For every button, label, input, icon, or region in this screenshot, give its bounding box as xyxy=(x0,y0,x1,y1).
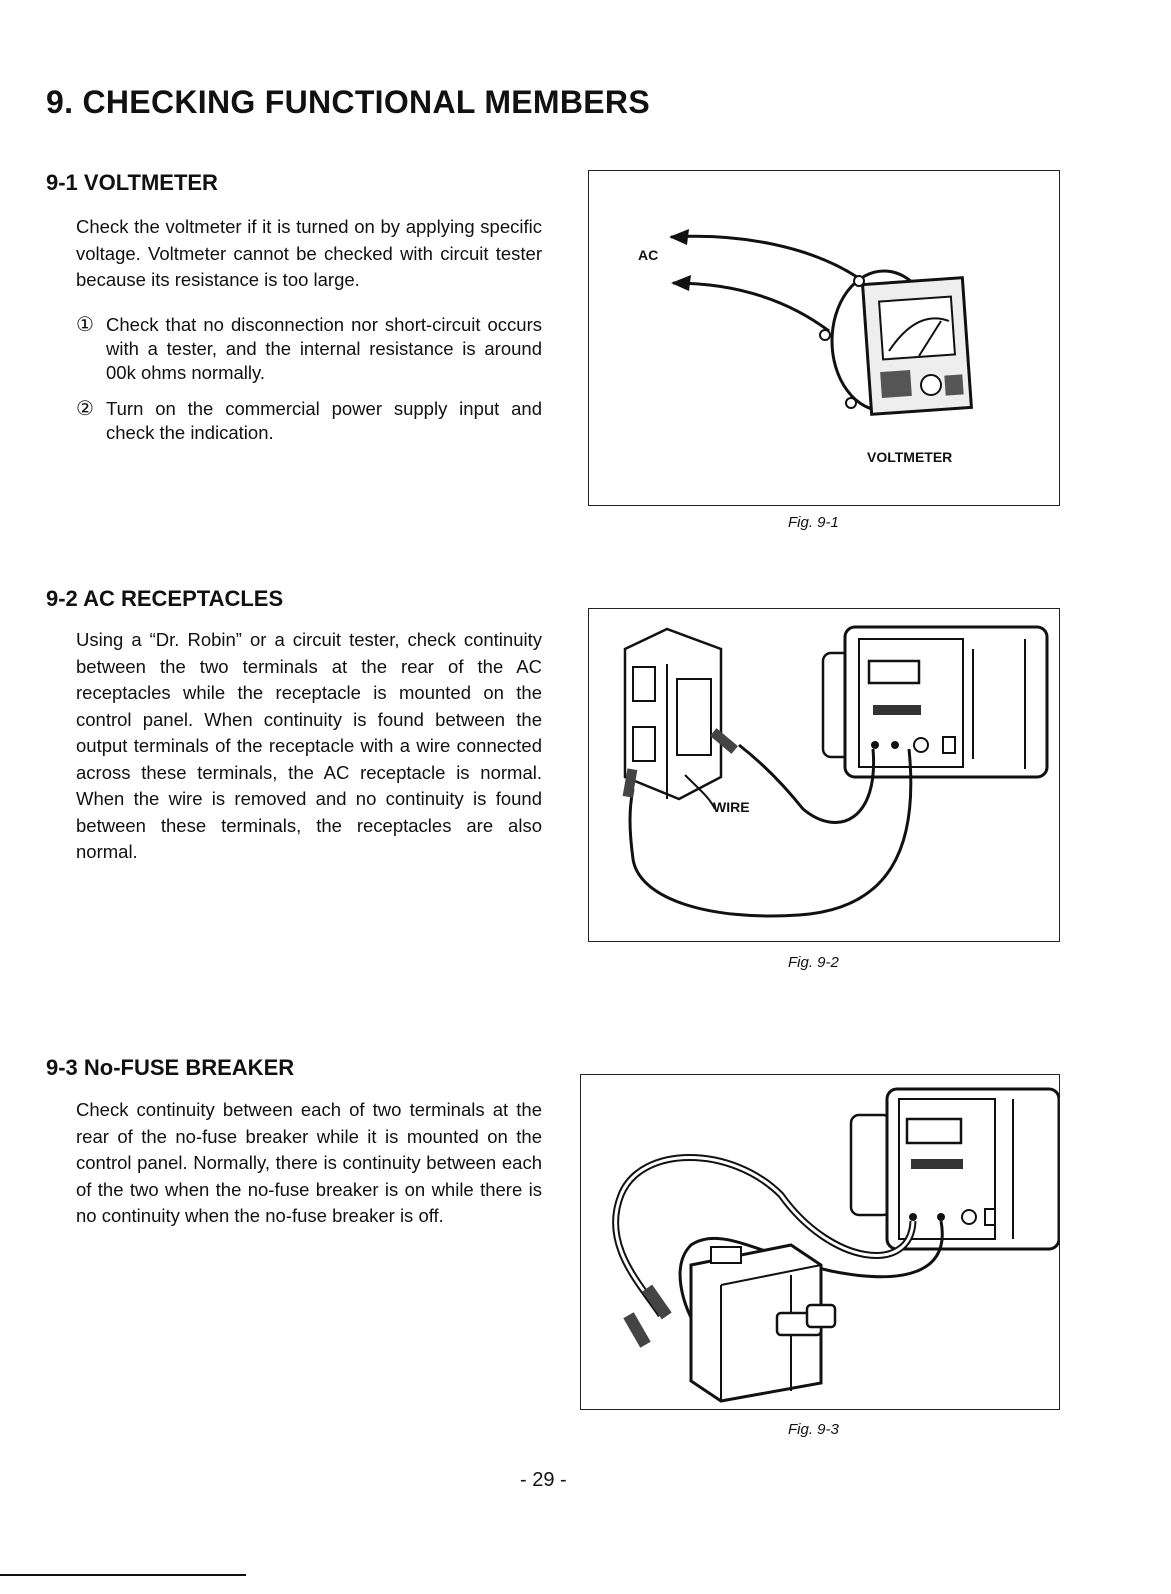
page-title: 9. CHECKING FUNCTIONAL MEMBERS xyxy=(46,84,650,120)
voltmeter-body-text: Check the voltmeter if it is turned on b… xyxy=(76,216,542,290)
voltmeter-label: VOLTMETER xyxy=(867,449,953,465)
section-heading-voltmeter: 9-1 VOLTMETER xyxy=(46,170,218,195)
step-marker: ① xyxy=(76,314,94,336)
breaker-test-illustration xyxy=(612,1087,1059,1403)
section-heading-ac-receptacles: 9-2 AC RECEPTACLES xyxy=(46,586,284,611)
voltmeter-step-2: ② Turn on the commercial power supply in… xyxy=(76,397,542,445)
voltmeter-illustration xyxy=(669,229,974,416)
page-number: - 29 - xyxy=(520,1469,567,1491)
figure-caption: Fig. 9-3 xyxy=(788,1421,839,1438)
no-fuse-breaker-body-text: Check continuity between each of two ter… xyxy=(76,1099,542,1226)
figure-ac-receptacles: WIRE xyxy=(588,608,1060,942)
step-text: Turn on the commercial power supply inpu… xyxy=(106,398,542,443)
ac-receptacles-body-text: Using a “Dr. Robin” or a circuit tester,… xyxy=(76,629,542,862)
figure-caption: Fig. 9-1 xyxy=(788,514,839,531)
step-marker: ② xyxy=(76,398,94,420)
receptacle-test-illustration xyxy=(622,625,1049,918)
figure-no-fuse-breaker xyxy=(580,1074,1060,1410)
section-heading-no-fuse-breaker: 9-3 No-FUSE BREAKER xyxy=(46,1055,295,1080)
footer-rule xyxy=(0,1574,246,1576)
wire-label: WIRE xyxy=(713,799,750,815)
voltmeter-step-1: ① Check that no disconnection nor short-… xyxy=(76,313,542,385)
figure-voltmeter: AC VOLTMETER xyxy=(588,170,1060,506)
figure-caption: Fig. 9-2 xyxy=(788,954,839,971)
step-text: Check that no disconnection nor short-ci… xyxy=(106,314,542,383)
ac-label: AC xyxy=(638,247,659,263)
